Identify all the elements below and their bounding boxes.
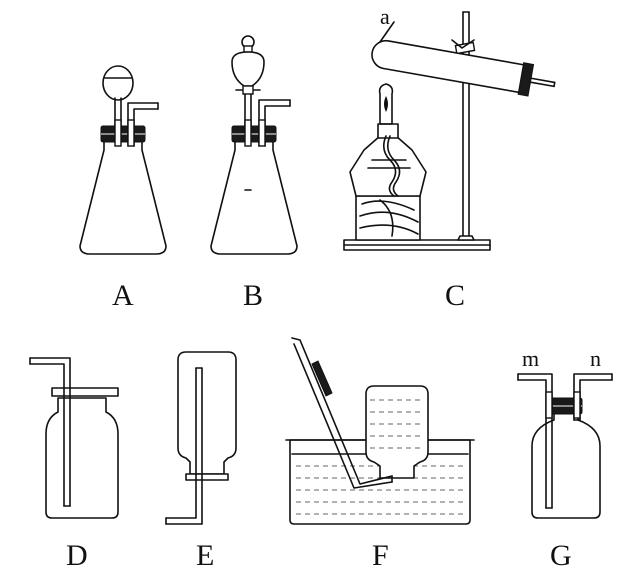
apparatus-a xyxy=(79,65,167,255)
conical-flask xyxy=(210,139,298,255)
apparatus-d xyxy=(29,357,119,519)
apparatus-g xyxy=(517,373,613,519)
multi-purpose-bottle xyxy=(531,411,601,519)
glass-plate xyxy=(51,387,119,397)
label-tube-n: n xyxy=(590,346,601,371)
collecting-bottle xyxy=(365,385,429,479)
apparatus-f xyxy=(285,337,475,525)
water-trough xyxy=(289,439,471,525)
glass-plate xyxy=(185,473,229,481)
label-f: F xyxy=(372,539,389,572)
separatory-funnel xyxy=(231,51,265,87)
label-d: D xyxy=(66,539,88,572)
label-tube-a: a xyxy=(380,4,390,29)
apparatus-e xyxy=(165,351,237,525)
inverted-gas-jar xyxy=(177,351,237,475)
label-e: E xyxy=(196,539,214,572)
gas-jar xyxy=(45,397,119,519)
alcohol-lamp xyxy=(349,135,427,197)
label-g: G xyxy=(550,539,572,572)
conical-flask xyxy=(79,139,167,255)
apparatus-b xyxy=(210,35,298,255)
test-tube xyxy=(371,39,556,97)
rubber-tube xyxy=(311,360,333,397)
apparatus-c xyxy=(343,11,556,251)
funnel-bulb xyxy=(102,65,134,101)
label-c: C xyxy=(445,279,465,312)
lamp-neck xyxy=(377,123,399,139)
label-a: A xyxy=(112,279,134,312)
tube-stopper xyxy=(517,62,535,97)
label-tube-m: m xyxy=(522,346,539,371)
label-b: B xyxy=(243,279,263,312)
